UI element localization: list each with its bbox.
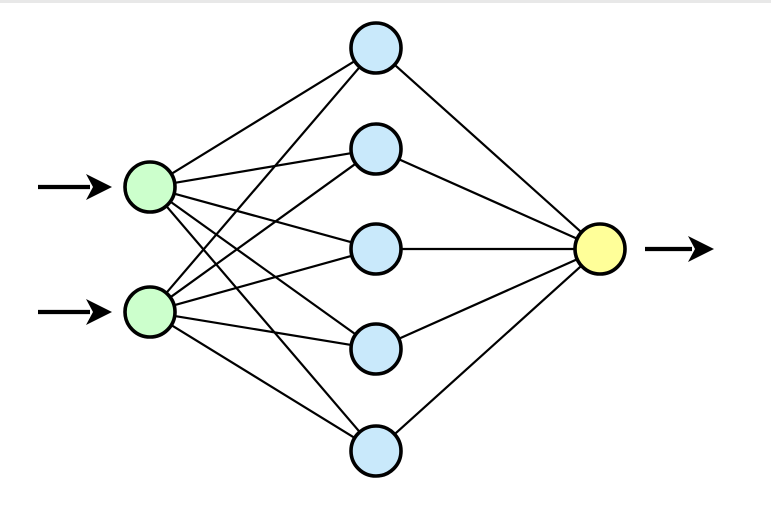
hidden-node-4[interactable]	[349, 322, 403, 376]
hidden-node-5[interactable]	[349, 424, 403, 478]
io-arrows-group	[38, 174, 714, 325]
edge-h2-o1	[397, 157, 579, 241]
edges-group	[164, 59, 584, 440]
input-arrow-2	[38, 299, 112, 325]
hidden-node-2[interactable]	[349, 122, 403, 176]
edge-h5-o1	[392, 264, 584, 436]
edge-i1-h3	[172, 192, 354, 244]
edge-i1-h2	[173, 151, 353, 185]
edge-h4-o1	[397, 257, 579, 341]
input-arrow-1-head	[86, 174, 112, 200]
top-edge-band	[0, 0, 771, 3]
nodes-group	[123, 21, 627, 478]
edge-i2-h3	[172, 254, 354, 307]
hidden-node-1[interactable]	[349, 21, 403, 75]
input-node-1[interactable]	[123, 160, 177, 214]
edge-i2-h5	[169, 323, 357, 440]
edge-i1-h1	[169, 59, 357, 176]
edge-i2-h1	[164, 65, 362, 295]
edge-i2-h4	[173, 314, 353, 347]
output-node-1[interactable]	[573, 222, 627, 276]
hidden-node-3[interactable]	[349, 222, 403, 276]
edge-i1-h4	[168, 199, 358, 337]
input-node-2[interactable]	[123, 285, 177, 339]
edge-h1-o1	[392, 63, 584, 234]
input-arrow-1	[38, 174, 112, 200]
output-arrow-1-head	[688, 236, 714, 262]
input-arrow-2-head	[86, 299, 112, 325]
output-arrow-1	[645, 236, 714, 262]
edge-i1-h5	[164, 204, 362, 434]
edge-i2-h2	[168, 162, 358, 299]
